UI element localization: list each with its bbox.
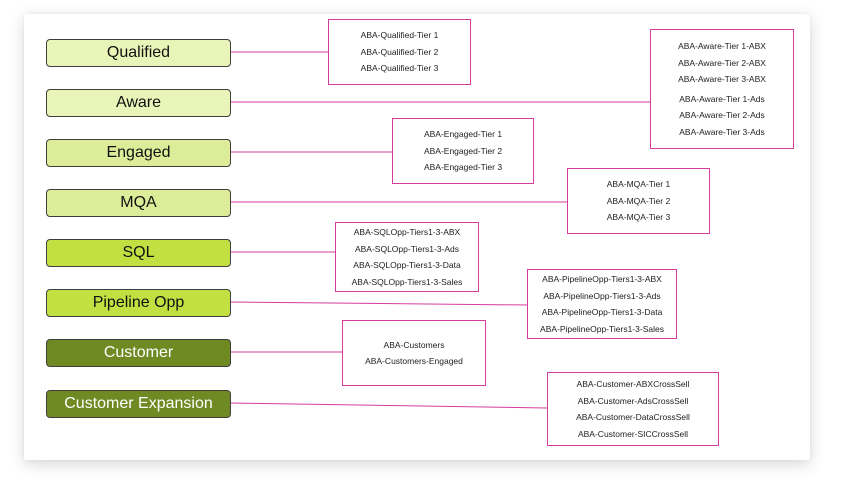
tag-item: ABA-Customer-ABXCrossSell [576, 379, 690, 389]
tag-item: ABA-Engaged-Tier 1 [423, 129, 503, 140]
tag-item: ABA-Aware-Tier 1-ABX [678, 41, 766, 51]
tagbox-customer-expansion: ABA-Customer-ABXCrossSell ABA-Customer-A… [547, 372, 719, 446]
stage-pipeline-opp: Pipeline Opp [46, 289, 231, 317]
tag-item: ABA-Aware-Tier 1-Ads [679, 93, 765, 104]
tag-item: ABA-Aware-Tier 2-Ads [679, 110, 765, 120]
tag-item: ABA-Aware-Tier 3-ABX [678, 74, 766, 84]
tag-item: ABA-MQA-Tier 1 [606, 179, 671, 190]
tag-item: ABA-PipelineOpp-Tiers1-3-Ads [543, 290, 661, 301]
tag-item: ABA-Customer-SICCrossSell [577, 428, 689, 439]
tag-item: ABA-Aware-Tier 3-Ads [679, 126, 765, 137]
connector-customer-expansion [229, 402, 548, 409]
stage-customer-expansion: Customer Expansion [46, 390, 231, 418]
tag-item: ABA-PipelineOpp-Tiers1-3-Data [541, 307, 663, 317]
stage-engaged: Engaged [46, 139, 231, 167]
stage-customer: Customer [46, 339, 231, 367]
tagbox-aware: ABA-Aware-Tier 1-ABX ABA-Aware-Tier 2-AB… [650, 29, 794, 149]
stage-aware: Aware [46, 89, 231, 117]
tag-item: ABA-Customer-AdsCrossSell [577, 395, 689, 406]
tag-item: ABA-Customer-DataCrossSell [576, 412, 690, 422]
stage-sql: SQL [46, 239, 231, 267]
tagbox-engaged: ABA-Engaged-Tier 1 ABA-Engaged-Tier 2 AB… [392, 118, 534, 184]
tag-item: ABA-Qualified-Tier 3 [360, 63, 439, 74]
tag-item: ABA-Engaged-Tier 2 [423, 145, 503, 156]
tag-item: ABA-Qualified-Tier 2 [360, 46, 439, 57]
tagbox-pipeline-opp: ABA-PipelineOpp-Tiers1-3-ABX ABA-Pipelin… [527, 269, 677, 339]
tag-item: ABA-Customers [383, 339, 445, 350]
tagbox-mqa: ABA-MQA-Tier 1 ABA-MQA-Tier 2 ABA-MQA-Ti… [567, 168, 710, 234]
tag-item: ABA-Aware-Tier 2-ABX [678, 57, 766, 68]
tagbox-qualified: ABA-Qualified-Tier 1 ABA-Qualified-Tier … [328, 19, 471, 85]
tagbox-customer: ABA-Customers ABA-Customers-Engaged [342, 320, 486, 386]
tag-item: ABA-Customers-Engaged [365, 356, 463, 366]
tag-item: ABA-Engaged-Tier 3 [423, 162, 503, 173]
tag-item: ABA-PipelineOpp-Tiers1-3-ABX [542, 274, 662, 284]
tag-item: ABA-SQLOpp-Tiers1-3-Ads [354, 243, 460, 254]
tagbox-sql: ABA-SQLOpp-Tiers1-3-ABX ABA-SQLOpp-Tiers… [335, 222, 479, 292]
tag-item: ABA-SQLOpp-Tiers1-3-Sales [351, 276, 463, 287]
stage-mqa: MQA [46, 189, 231, 217]
connector-pipeline-opp [229, 301, 528, 306]
tag-item: ABA-PipelineOpp-Tiers1-3-Sales [540, 323, 664, 334]
tag-item: ABA-MQA-Tier 2 [606, 195, 671, 206]
tag-item: ABA-MQA-Tier 3 [606, 212, 671, 223]
tag-item: ABA-Qualified-Tier 1 [360, 30, 439, 41]
stage-qualified: Qualified [46, 39, 231, 67]
tag-item: ABA-SQLOpp-Tiers1-3-ABX [353, 227, 461, 237]
tag-item: ABA-SQLOpp-Tiers1-3-Data [353, 260, 461, 270]
